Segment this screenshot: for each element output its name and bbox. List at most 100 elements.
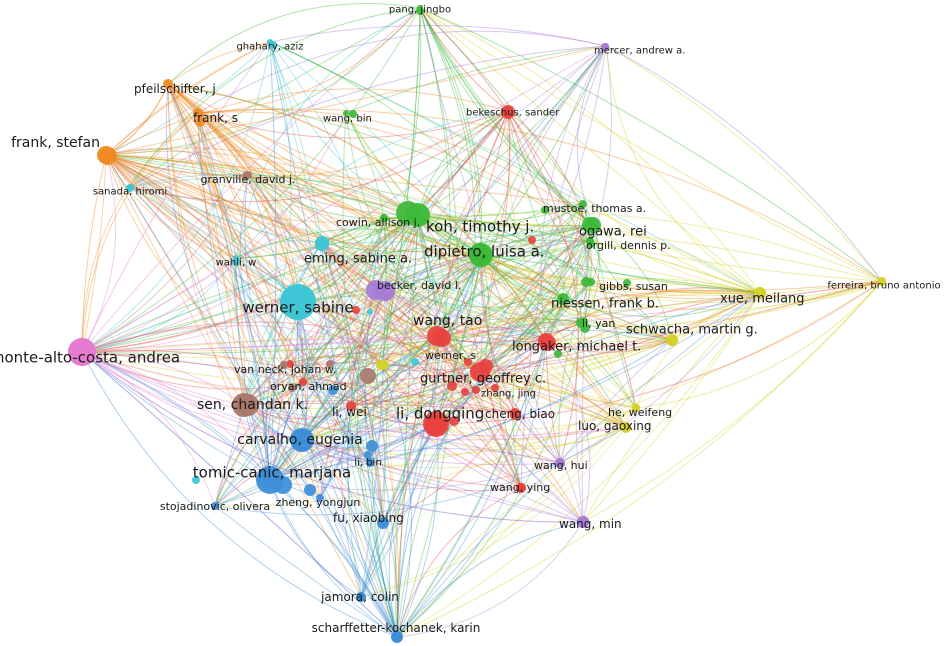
author-node-monte-alto-costa[interactable] <box>68 338 96 366</box>
author-node-ferreira-bruno[interactable] <box>878 277 886 285</box>
author-node-stojadinovic[interactable] <box>211 502 219 510</box>
author-node-fu-xiaobing[interactable] <box>377 517 389 529</box>
network-edge-254 <box>545 287 761 342</box>
author-node-schwacha-martin[interactable] <box>666 334 678 346</box>
author-node-carvalho-eugenia[interactable] <box>290 428 314 452</box>
author-node-gurtner-geoffrey[interactable] <box>470 362 490 382</box>
network-edge-90 <box>383 217 481 373</box>
author-node-frank-s[interactable] <box>193 108 203 118</box>
network-edge-426 <box>382 340 547 524</box>
network-edge-427 <box>302 381 384 524</box>
network-edge-111 <box>301 224 594 441</box>
author-node-scharffetter[interactable] <box>391 631 403 643</box>
author-node-van-neck[interactable] <box>280 361 288 369</box>
network-edge-109 <box>419 7 594 226</box>
network-edge-561 <box>269 301 299 481</box>
author-node-li-bin[interactable] <box>366 458 374 466</box>
network-edge-483 <box>105 88 509 156</box>
author-node-he-weifeng[interactable] <box>632 404 640 412</box>
author-node-tomic-canic[interactable] <box>256 466 284 494</box>
network-edge-555 <box>269 214 419 481</box>
author-node-wang-bin[interactable] <box>343 110 349 116</box>
network-edge-514 <box>243 214 419 406</box>
network-edge-390 <box>559 292 761 464</box>
author-node-xue-meilang[interactable] <box>754 287 766 299</box>
network-edge-247 <box>81 351 271 481</box>
network-edge-375 <box>369 214 419 463</box>
author-node-wang-tao[interactable] <box>433 329 451 347</box>
author-label-koh-timothy: koh, timothy j. <box>426 217 534 235</box>
author-node-mercer-andrew[interactable] <box>603 43 609 49</box>
author-node-li-wei[interactable] <box>346 401 356 411</box>
author-label-sen-chandan: sen, chandan k. <box>197 397 308 413</box>
author-node-orgill-dennis[interactable] <box>586 237 594 245</box>
author-node-wang-hui[interactable] <box>555 458 565 468</box>
author-node-li-dongqing[interactable] <box>423 411 449 437</box>
author-label-wahli-w: wahli, w <box>216 258 257 269</box>
network-edge-108 <box>592 224 637 409</box>
network-edge-301 <box>479 371 627 428</box>
author-node-dipietro-luisa[interactable] <box>469 243 493 267</box>
network-edge-59 <box>345 112 547 342</box>
network-edge-498 <box>167 83 384 524</box>
network-edge-436 <box>301 439 584 523</box>
network-edge-251 <box>321 242 547 342</box>
author-node-pfeilschifter-j[interactable] <box>163 79 173 89</box>
network-edge-140 <box>105 154 323 244</box>
network-edge-15 <box>269 41 323 244</box>
author-label-stojadinovic: stojadinovic, olivera <box>160 500 270 513</box>
author-node-ogawa-rei[interactable] <box>585 217 601 233</box>
author-node-zheng-yongjun[interactable] <box>316 494 324 502</box>
author-node-pang-jingbo[interactable] <box>417 5 423 11</box>
author-node-oryan-ahmad[interactable] <box>299 378 307 386</box>
network-edge-482 <box>105 154 443 339</box>
author-node-wahli-w[interactable] <box>233 255 239 261</box>
author-node-wang-min[interactable] <box>577 516 589 528</box>
author-node-ghahary-aziz[interactable] <box>267 39 273 45</box>
network-edge-441 <box>545 340 591 523</box>
network-edge-411 <box>321 242 522 489</box>
author-node-longaker-michael[interactable] <box>538 333 554 349</box>
author-node-becker-david[interactable] <box>375 281 395 301</box>
author-node-eming-sabine[interactable] <box>315 236 329 250</box>
network-edge-188 <box>214 292 761 507</box>
network-edge-468 <box>105 154 303 441</box>
network-edge-127 <box>81 239 591 353</box>
author-node-mustoe-thomas[interactable] <box>579 200 587 208</box>
author-node-werner-sabine[interactable] <box>280 284 316 320</box>
author-node-frank-stefan[interactable] <box>97 146 115 164</box>
author-node-cheng-biao[interactable] <box>510 408 520 418</box>
author-node-zhang-jing[interactable] <box>472 386 480 394</box>
author-node-bekeschus-sander[interactable] <box>504 107 512 115</box>
network-edge-315 <box>105 154 477 391</box>
network-edge-187 <box>592 224 761 294</box>
author-node-luo-gaoxing[interactable] <box>621 422 631 432</box>
network-edge-382 <box>269 447 561 481</box>
network-edge-610 <box>396 280 883 638</box>
author-node-wang-ying[interactable] <box>516 483 526 493</box>
author-node-granville-david[interactable] <box>244 171 252 179</box>
network-edge-136 <box>243 242 323 406</box>
author-node-cowin-allison[interactable] <box>380 214 388 222</box>
network-edge-258 <box>283 355 382 366</box>
author-node-koh-timothy[interactable] <box>406 203 430 227</box>
network-edge-424 <box>321 242 384 524</box>
network-edge-344 <box>589 224 637 409</box>
network-edge-433 <box>81 351 584 523</box>
network-edge-149 <box>235 240 323 259</box>
network-edge-511 <box>197 112 384 524</box>
network-edge-39 <box>81 110 509 353</box>
author-node-sen-chandan[interactable] <box>232 393 256 417</box>
author-node-li-yan[interactable] <box>580 318 588 326</box>
network-edge-70 <box>129 186 673 341</box>
author-node-gibbs-susan[interactable] <box>587 278 595 286</box>
author-node-jamora-colin[interactable] <box>356 592 366 602</box>
author-label-li-bin: li, bin <box>354 458 381 469</box>
network-edge-560 <box>235 257 271 481</box>
author-label-niessen-frank: niessen, frank b. <box>551 297 659 312</box>
network-edge-322 <box>350 214 419 407</box>
author-node-sanada-hiromi[interactable] <box>127 184 133 190</box>
network-edge-194 <box>297 301 437 425</box>
author-node-niessen-frank[interactable] <box>557 293 569 305</box>
author-node-werner-s[interactable] <box>376 360 386 370</box>
